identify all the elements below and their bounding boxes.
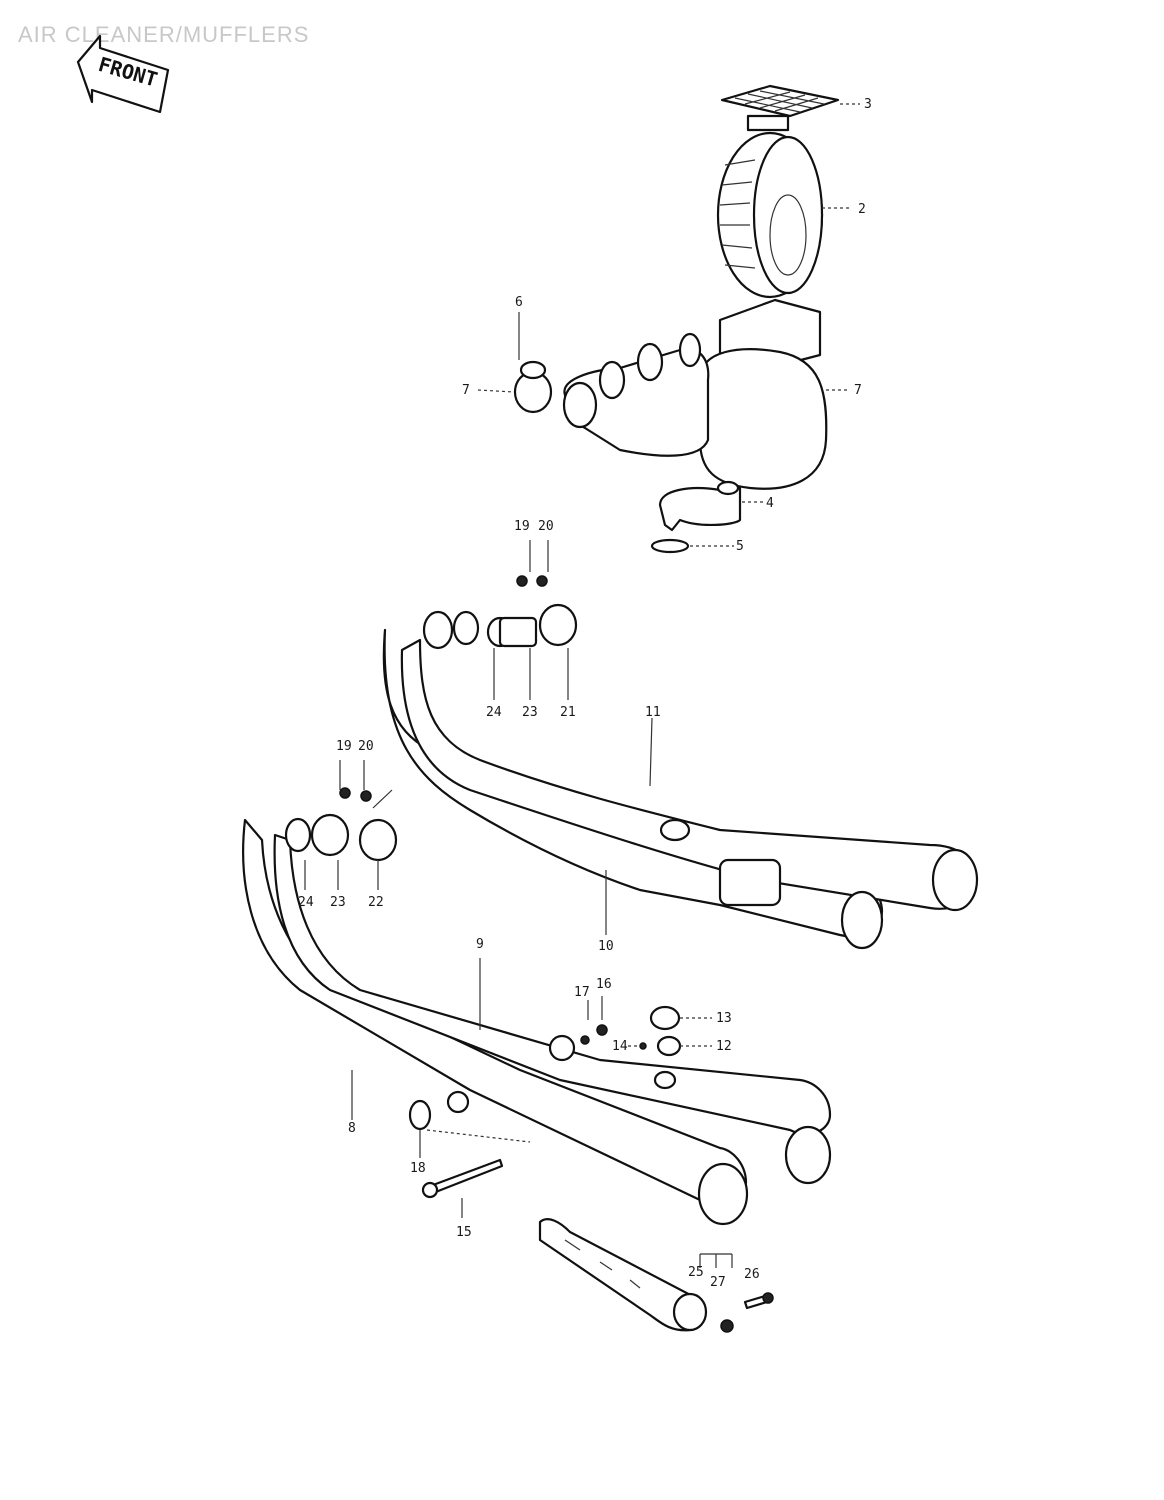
exhaust-collar-part [422, 575, 578, 650]
callout-8: 8 [348, 1121, 356, 1136]
air-cleaner-housing-part [562, 298, 828, 490]
callout-20-lower: 20 [358, 739, 374, 754]
callout-18: 18 [410, 1161, 426, 1176]
callout-19-upper: 19 [514, 519, 530, 534]
callout-24-lower: 24 [298, 895, 314, 910]
muffler-baffle-part [538, 1218, 708, 1332]
hose-clamp-part [513, 360, 553, 414]
mount-bushing-part [408, 1099, 432, 1131]
callout-10: 10 [598, 939, 614, 954]
callout-7-housing: 7 [854, 383, 862, 398]
muffler-mount-hardware-part [580, 1005, 682, 1057]
callout-13: 13 [716, 1011, 732, 1026]
callout-6: 6 [515, 295, 523, 310]
callout-22: 22 [368, 895, 384, 910]
exhaust-pipe-upper-part [382, 628, 979, 950]
drain-clip-part [650, 538, 690, 554]
callout-20-upper: 20 [538, 519, 554, 534]
callout-16: 16 [596, 977, 612, 992]
callout-27: 27 [710, 1275, 726, 1290]
drain-hose-part [658, 480, 742, 532]
air-filter-element-part [716, 131, 824, 299]
mount-bolt-part [421, 1158, 504, 1199]
callout-21: 21 [560, 705, 576, 720]
callout-19-lower: 19 [336, 739, 352, 754]
exhaust-collar-lower-part [284, 787, 398, 862]
callout-15: 15 [456, 1225, 472, 1240]
callout-17: 17 [574, 985, 590, 1000]
callout-2: 2 [858, 202, 866, 217]
callout-3: 3 [864, 97, 872, 112]
callout-9: 9 [476, 937, 484, 952]
callout-labels: 3 2 6 7 7 4 5 19 20 24 23 21 11 19 20 24… [298, 97, 872, 1290]
callout-24-upper: 24 [486, 705, 502, 720]
callout-23-lower: 23 [330, 895, 346, 910]
baffle-screw-part [720, 1292, 774, 1333]
callout-14: 14 [612, 1039, 628, 1054]
callout-25: 25 [688, 1265, 704, 1280]
callout-12: 12 [716, 1039, 732, 1054]
callout-7-clamp: 7 [462, 383, 470, 398]
front-arrow-icon: FRONT [76, 34, 170, 114]
callout-26: 26 [744, 1267, 760, 1282]
callout-23-upper: 23 [522, 705, 538, 720]
callout-11: 11 [645, 705, 661, 720]
air-cleaner-cap-part [720, 84, 840, 132]
leader-lines [304, 103, 860, 1268]
callout-4: 4 [766, 496, 774, 511]
callout-5: 5 [736, 539, 744, 554]
exhaust-pipe-lower-part [242, 818, 832, 1226]
page-title: AIR CLEANER/MUFFLERS [18, 22, 310, 47]
